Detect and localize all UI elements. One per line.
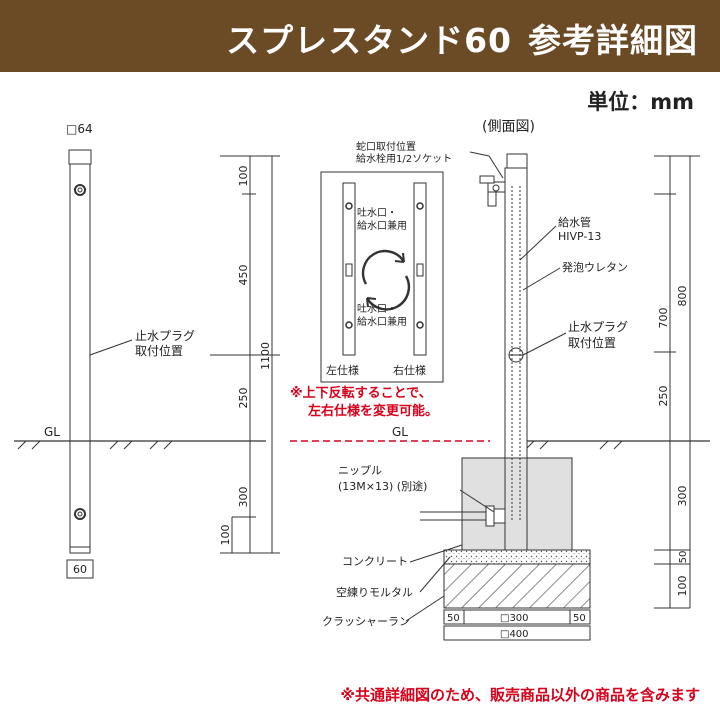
front-plug-label-1: 止水プラグ (135, 329, 195, 343)
mortar-label: 空練りモルタル (336, 585, 413, 599)
reversal-note-line2: 左右仕様を変更可能。 (308, 404, 439, 419)
post-size-label: □64 (66, 122, 93, 136)
side-dim-700: 700 (657, 308, 670, 329)
front-ground-hatch (17, 440, 173, 450)
front-dim-300: 300 (237, 487, 250, 508)
base-margin-left: 50 (447, 613, 460, 624)
front-dim-250: 250 (237, 388, 250, 409)
page-title: スプレスタンド60 参考詳細図 (226, 14, 698, 62)
side-ground-hatch (525, 440, 623, 450)
inset-right-post (413, 182, 427, 356)
faucet-label-2: 給水栓用1/2ソケット (356, 152, 452, 165)
front-gl-label: GL (44, 425, 60, 439)
pipe-label-1: 給水管 (558, 215, 591, 229)
front-dim-1100: 1100 (259, 342, 272, 370)
reversal-note: ※上下反転することで、 左右仕様を変更可能。 (290, 385, 438, 421)
product-name: スプレスタンド60 (226, 21, 512, 60)
base-inner-size: □300 (500, 613, 529, 624)
side-dim-300: 300 (676, 486, 689, 507)
side-view-title: (側面図) (482, 119, 535, 135)
inset-left-post (342, 182, 356, 356)
crusher-run-layer (443, 563, 591, 609)
base-width-box (66, 559, 94, 579)
front-view: □64 止水プラグ 取付位置 GL 60 100 450 250 1100 (14, 122, 280, 579)
side-plug-leader (522, 332, 567, 356)
base-width-label: 60 (73, 563, 87, 576)
inset-label-top-1: 吐水口・ (357, 207, 397, 219)
nipple-label-2: (13M×13) (別途) (338, 479, 427, 493)
faucet-label-1: 蛇口取付位置 (356, 140, 416, 153)
pipe-leader (519, 225, 557, 261)
side-dim-800: 800 (676, 286, 689, 307)
base-outer-size: □400 (500, 629, 529, 640)
inset-label-bottom-1: 吐水口・ (357, 303, 397, 315)
base-margin-right: 50 (573, 613, 586, 624)
inset-label-bottom-2: 給水口兼用 (357, 315, 407, 328)
inset-label-top-2: 給水口兼用 (357, 219, 407, 232)
side-view: GL (290, 140, 710, 641)
left-spec-caption: 左仕様 (326, 363, 359, 377)
concrete-label: コンクリート (342, 555, 408, 568)
crusher-label: クラッシャーラン (322, 615, 410, 628)
footer-note: ※共通詳細図のため、販売商品以外の商品を含みます (340, 686, 700, 704)
outlet-bottom-icon (74, 508, 86, 520)
faucet-icon (479, 175, 506, 207)
right-spec-caption: 右仕様 (393, 363, 426, 377)
nipple-label-1: ニップル (338, 464, 382, 477)
front-dim-100b: 100 (219, 525, 232, 546)
rotate-icon (361, 249, 411, 311)
nipple-fitting (420, 505, 506, 527)
plug-leader-line (89, 339, 133, 356)
front-dim-450: 450 (237, 265, 250, 286)
side-gl-label: GL (392, 425, 408, 439)
side-dim-50: 50 (678, 551, 689, 564)
reversal-note-line1: ※上下反転することで、 (290, 386, 432, 401)
header-banner: スプレスタンド60 参考詳細図 (0, 0, 720, 72)
mortar-leader (419, 556, 451, 593)
pipe-label-2: HIVP-13 (558, 230, 601, 243)
side-dim-100: 100 (676, 576, 689, 597)
nipple-leader (459, 489, 495, 513)
reversal-inset: 吐水口・ 給水口兼用 吐水口・ 給水口兼用 左仕様 右仕様 (320, 171, 444, 383)
side-plug-label-1: 止水プラグ (568, 320, 628, 334)
crusher-leader (405, 595, 445, 622)
foam-label: 発泡ウレタン (562, 260, 628, 274)
front-base-plate (69, 546, 91, 554)
post-cap (68, 149, 92, 165)
front-plug-label-2: 取付位置 (135, 343, 183, 358)
front-dim-100: 100 (237, 166, 250, 187)
foam-leader (522, 267, 561, 291)
side-post-cap (506, 153, 528, 169)
outlet-top-icon (74, 184, 86, 196)
mortar-layer (443, 549, 591, 565)
concrete-leader (409, 544, 463, 563)
unit-label: 単位：mm (587, 90, 694, 114)
front-post (69, 163, 91, 548)
side-plug-label-2: 取付位置 (568, 335, 616, 350)
title-suffix: 参考詳細図 (528, 21, 698, 60)
side-dim-250: 250 (657, 386, 670, 407)
